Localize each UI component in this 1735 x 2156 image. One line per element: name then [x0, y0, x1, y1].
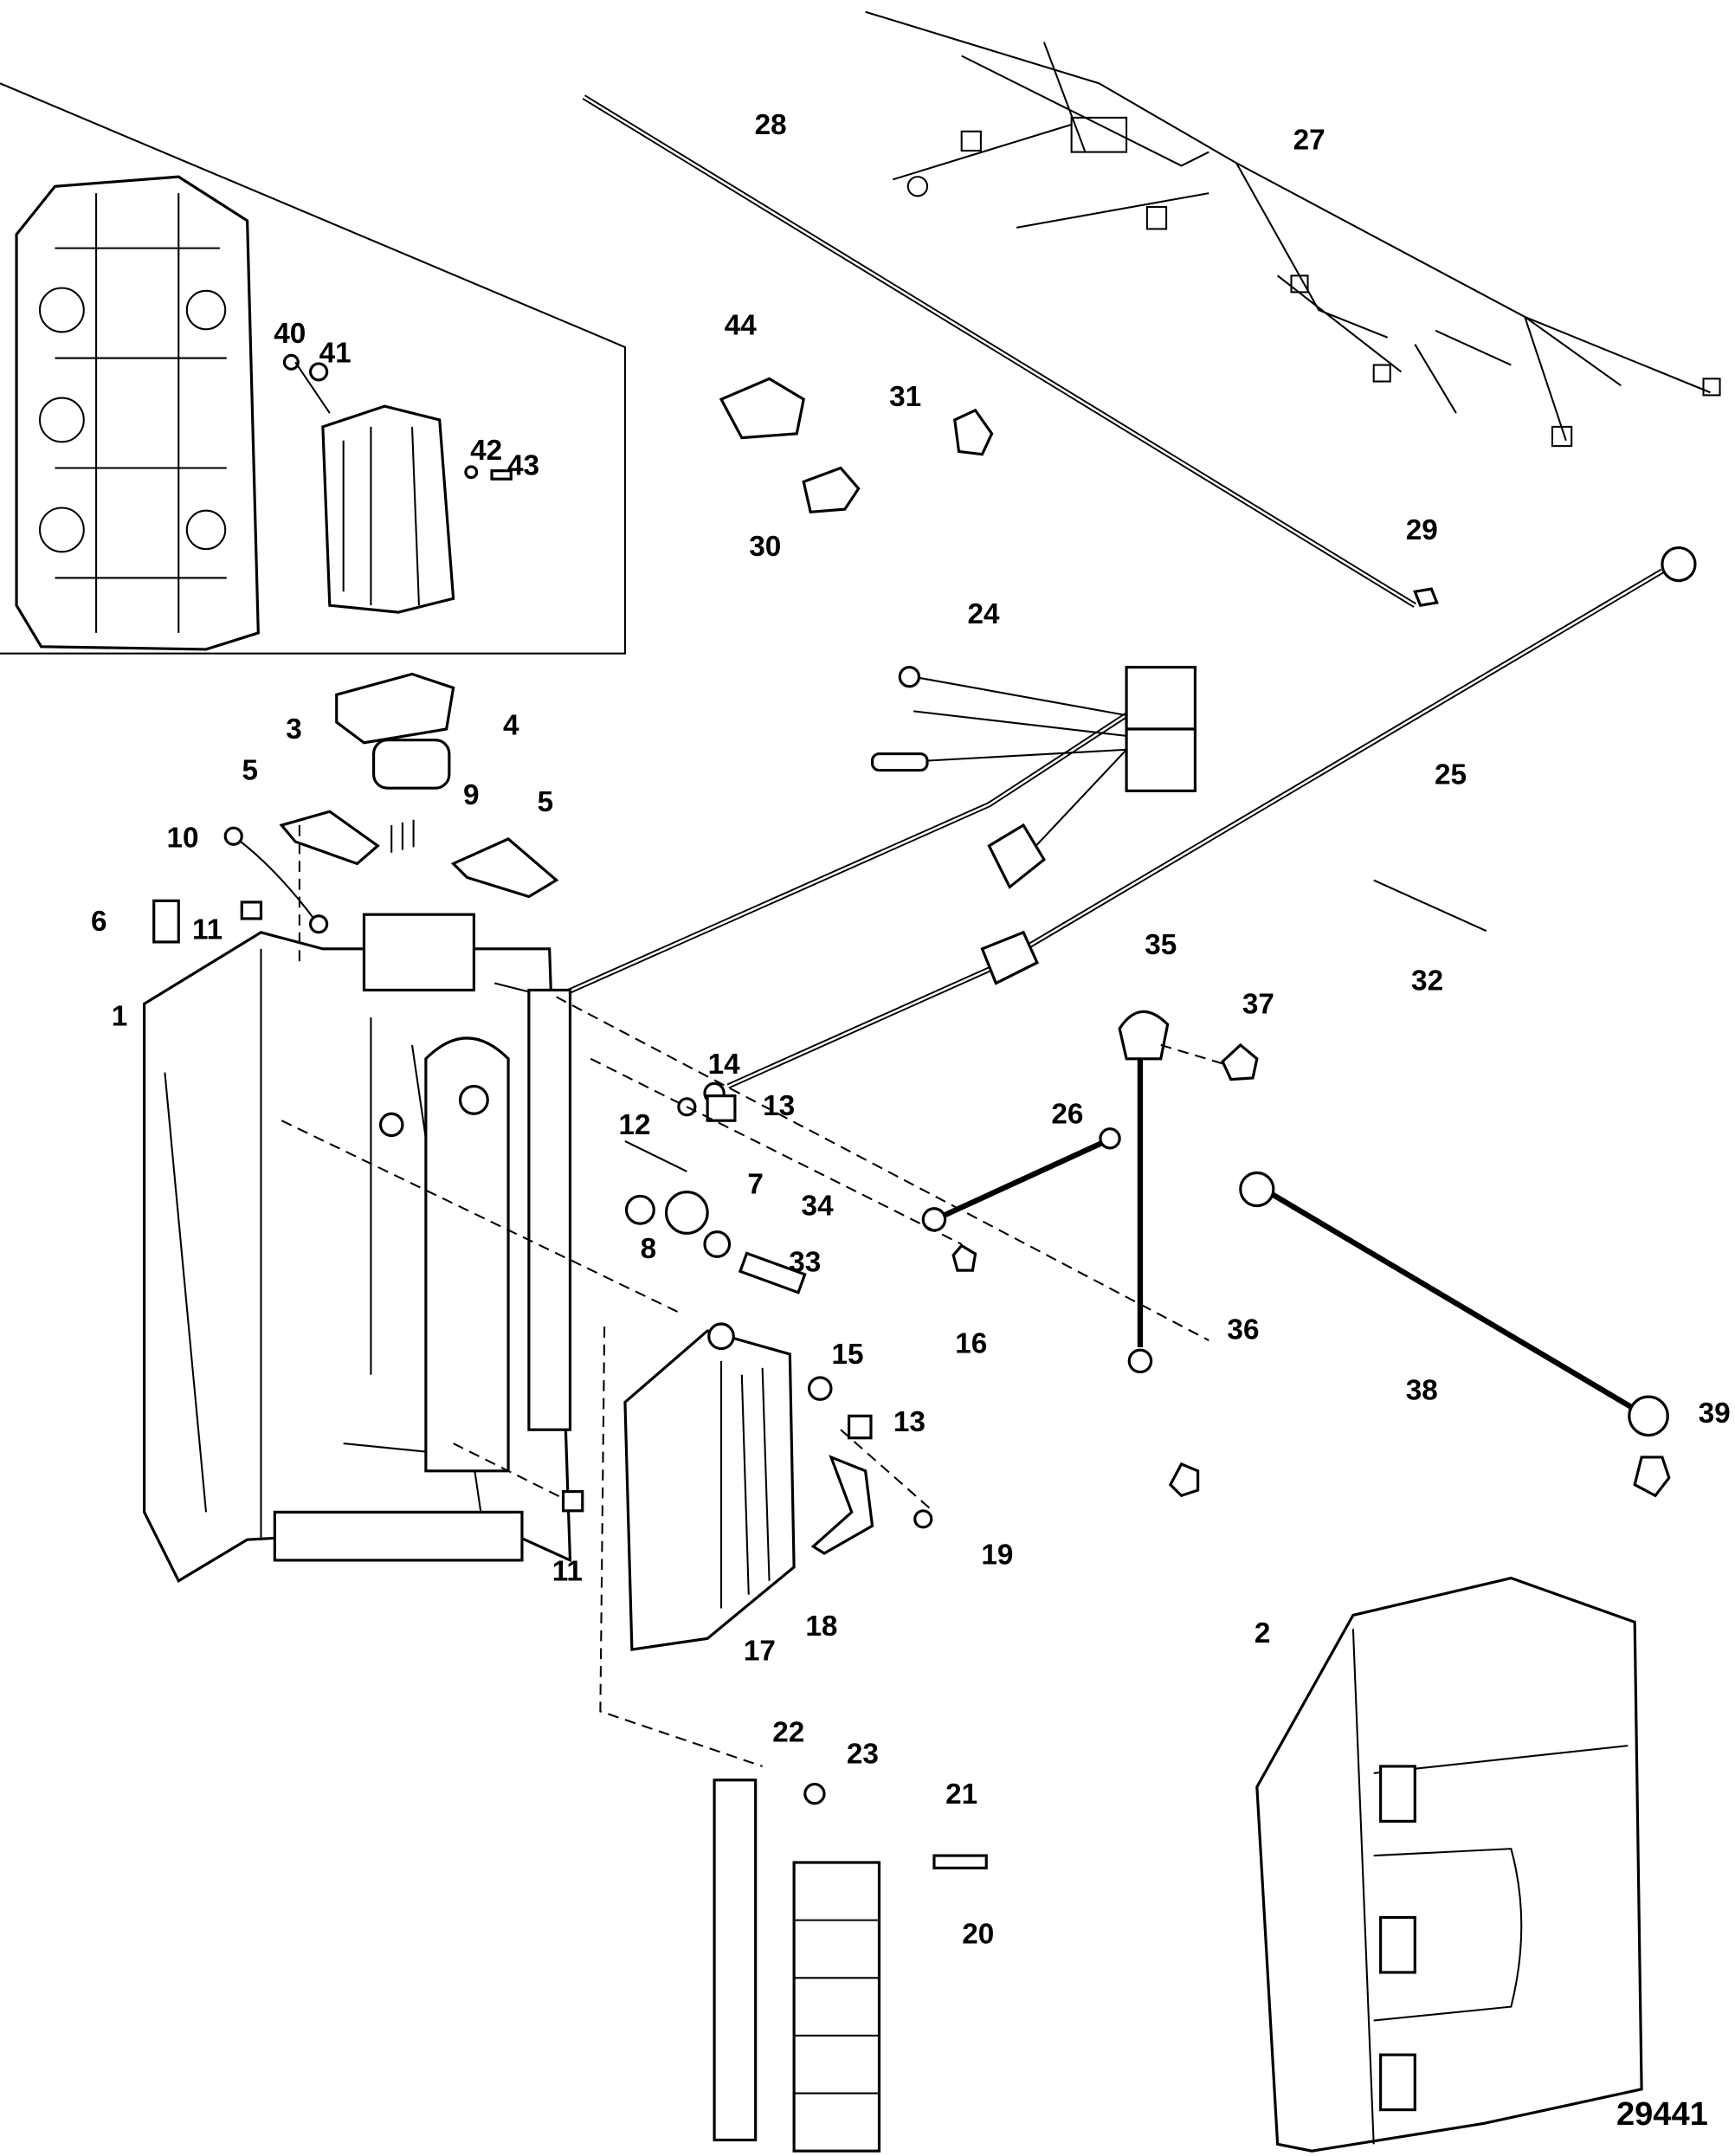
inset-module [282, 353, 513, 614]
callout-10: 10 [166, 822, 198, 854]
cable-26 [939, 1139, 1107, 1220]
callout-37: 37 [1242, 988, 1274, 1020]
callout-35: 35 [1145, 929, 1177, 961]
terminal-block-3 [335, 672, 455, 745]
callout-41: 41 [319, 337, 352, 369]
label-21 [932, 1854, 988, 1869]
callout-20: 20 [962, 1919, 994, 1951]
connector-44 [719, 377, 805, 440]
figure-number: 29441 [1616, 2096, 1708, 2133]
battery-cable-25 [538, 545, 1697, 1105]
callout-40: 40 [274, 318, 306, 350]
callout-18: 18 [805, 1611, 837, 1643]
callout-24: 24 [968, 598, 1001, 630]
pad-5 [279, 810, 380, 866]
bracket-18 [810, 1455, 874, 1555]
connector-30 [802, 466, 861, 513]
harness-24 [555, 665, 1197, 1000]
callout-9: 9 [463, 779, 480, 811]
lead-10 [233, 835, 317, 922]
callout-1: 1 [112, 1001, 128, 1033]
clip-11 [240, 900, 263, 920]
callout-36: 36 [1227, 1314, 1259, 1346]
callout-8: 8 [641, 1233, 657, 1265]
assembly-lines [281, 825, 1230, 1767]
callout-14: 14 [708, 1049, 741, 1081]
callout-34: 34 [802, 1191, 835, 1223]
callout-7: 7 [747, 1168, 764, 1200]
cable-38 [1269, 1191, 1636, 1412]
callout-5: 5 [242, 755, 259, 787]
callout-2: 2 [1254, 1617, 1271, 1649]
callout-44: 44 [725, 310, 758, 342]
ecm-17 [623, 1322, 796, 1651]
gasket-4 [371, 739, 451, 790]
cover-2 [1255, 1576, 1643, 2153]
callout-23: 23 [847, 1739, 879, 1771]
relay-block-20 [792, 1861, 881, 2153]
callout-43: 43 [507, 449, 539, 481]
callout-31: 31 [889, 381, 921, 413]
callout-13: 13 [763, 1090, 795, 1122]
callout-11: 11 [192, 914, 223, 946]
callout-38: 38 [1406, 1374, 1438, 1406]
callout-29: 29 [1406, 514, 1438, 546]
terminal-29 [1413, 587, 1439, 607]
callout-39: 39 [1699, 1398, 1731, 1430]
callout-42: 42 [470, 435, 502, 467]
inset-engine-block [15, 175, 260, 651]
callout-19: 19 [981, 1540, 1013, 1572]
inset-frame [0, 82, 626, 655]
callout-26: 26 [1051, 1098, 1083, 1130]
callout-11: 11 [552, 1556, 583, 1588]
clip-31 [953, 408, 994, 456]
callout-12: 12 [619, 1109, 651, 1141]
callout-15: 15 [831, 1339, 863, 1371]
callout-5: 5 [538, 786, 554, 818]
callout-4: 4 [503, 709, 519, 741]
terminals-9 [390, 819, 415, 853]
engine-harness-27 [865, 10, 1721, 448]
tie-strap-32 [1373, 879, 1487, 933]
callout-6: 6 [91, 906, 107, 938]
clip-6 [152, 899, 180, 944]
callout-22: 22 [772, 1716, 804, 1748]
callout-3: 3 [286, 713, 302, 746]
callout-27: 27 [1293, 124, 1325, 156]
bracket-22 [713, 1778, 758, 2142]
callout-30: 30 [749, 531, 781, 563]
callout-32: 32 [1411, 965, 1443, 997]
callout-16: 16 [955, 1327, 987, 1359]
callout-25: 25 [1435, 758, 1467, 791]
callout-21: 21 [945, 1778, 977, 1811]
bracket-1 [143, 913, 572, 1583]
hardware [561, 1042, 1671, 1529]
callout-13: 13 [893, 1406, 926, 1438]
callout-33: 33 [789, 1247, 821, 1279]
pad-5b [450, 837, 559, 899]
callout-17: 17 [744, 1636, 776, 1668]
callout-28: 28 [755, 109, 787, 141]
